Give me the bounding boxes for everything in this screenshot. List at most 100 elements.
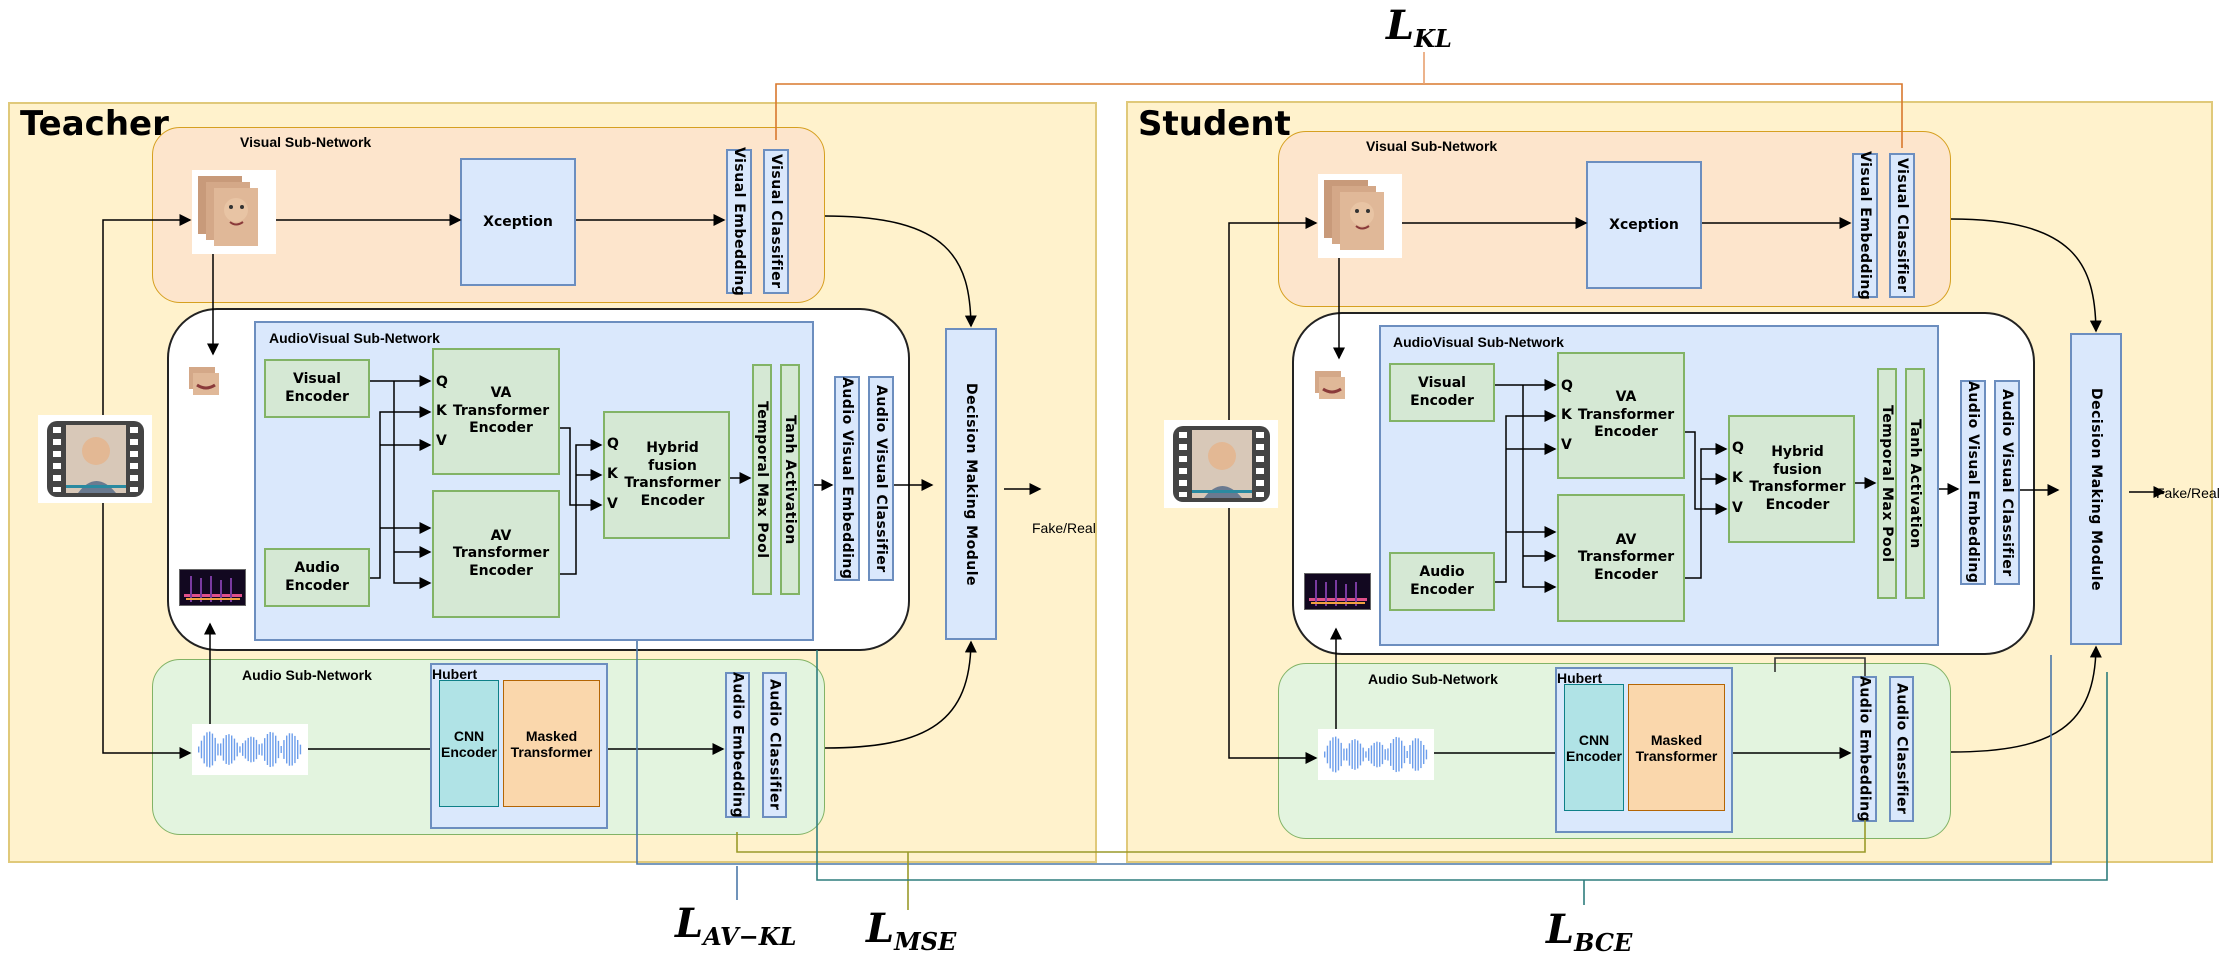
mse-loss-label: LMSE — [866, 905, 957, 956]
waveform-bar — [1409, 745, 1411, 764]
waveform-bar — [1379, 742, 1381, 767]
teacher-va-transformer-encoder: VA Transformer Encoder — [432, 348, 560, 475]
waveform-bar — [1412, 740, 1414, 769]
student-tanh-activation: Tanh Activation — [1905, 368, 1925, 599]
waveform-bar — [233, 738, 236, 761]
teacher-va-v-label: V — [436, 433, 447, 449]
waveform-bar — [217, 743, 219, 756]
teacher-visual-embedding: Visual Embedding — [726, 147, 752, 296]
waveform-bar — [255, 739, 258, 760]
waveform-bar — [225, 735, 227, 764]
bce-loss-line — [816, 650, 2108, 881]
waveform-bar — [203, 735, 205, 764]
waveform-bar — [1362, 747, 1364, 762]
waveform-bar — [242, 743, 244, 756]
waveform-bar — [1337, 738, 1340, 771]
waveform-bar — [261, 743, 263, 756]
waveform-bar — [220, 743, 222, 756]
student-audio-encoder: Audio Encoder — [1389, 552, 1495, 611]
student-audio-classifier: Audio Classifier — [1889, 676, 1914, 822]
waveform-bar — [280, 746, 282, 753]
waveform-bar — [1381, 744, 1384, 765]
teacher-audio-embedding: Audio Embedding — [725, 672, 750, 818]
av-kl-loss-line — [636, 641, 2052, 865]
teacher-av-transformer-encoder: AV Transformer Encoder — [432, 490, 560, 618]
student-hybrid-fusion-encoder: Hybrid fusion Transformer Encoder — [1728, 415, 1855, 543]
student-av-embedding: Audio Visual Embedding — [1960, 380, 1986, 585]
video-film-icon — [38, 415, 152, 503]
waveform-bar — [1387, 748, 1389, 761]
teacher-hybrid-k-label: K — [607, 466, 618, 482]
waveform-bar — [294, 735, 296, 764]
bce-loss-label: LBCE — [1546, 906, 1633, 957]
teacher-audiovisual-subnetwork-label: AudioVisual Sub-Network — [269, 330, 440, 346]
student-decision-module: Decision Making Module — [2070, 333, 2122, 645]
waveform-bar — [1401, 740, 1403, 769]
waveform-bar — [228, 734, 230, 765]
teacher-xception-block: Xception — [460, 158, 576, 286]
waveform-bar — [250, 736, 252, 763]
student-visual-embedding: Visual Embedding — [1852, 151, 1878, 300]
student-va-k-label: K — [1561, 407, 1572, 423]
waveform-bar — [299, 744, 302, 755]
teacher-output-label: Fake/Real — [1032, 520, 1096, 536]
waveform-bar — [1403, 745, 1406, 764]
av-kl-loss-label: LAV−KL — [675, 900, 797, 951]
waveform-bar — [1398, 737, 1400, 772]
teacher-visual-classifier: Visual Classifier — [763, 149, 789, 294]
waveform-bars — [1324, 736, 1428, 773]
teacher-tanh-activation: Tanh Activation — [780, 364, 800, 595]
teacher-va-q-label: Q — [436, 374, 448, 390]
teacher-visual-subnetwork-label: Visual Sub-Network — [240, 134, 372, 150]
student-visual-encoder: Visual Encoder — [1389, 363, 1495, 422]
kl-loss-label: LKL — [1386, 2, 1452, 53]
waveform-bar — [1373, 742, 1375, 767]
waveform-bar — [275, 735, 277, 764]
waveform-bar — [297, 739, 299, 760]
waveform-bar — [200, 740, 203, 759]
waveform-bar — [209, 731, 211, 768]
waveform-bar — [236, 742, 238, 757]
student-masked-transformer: Masked Transformer — [1628, 684, 1725, 811]
waveform-bar — [211, 733, 214, 766]
waveform-bar — [258, 744, 260, 755]
teacher-va-k-label: K — [436, 403, 447, 419]
student-title: Student — [1138, 104, 1291, 144]
teacher-hybrid-v-label: V — [607, 496, 618, 512]
student-output-label: Fake/Real — [2156, 485, 2220, 501]
waveform-bar — [283, 740, 285, 759]
waveform-bar — [269, 731, 271, 768]
student-av-classifier: Audio Visual Classifier — [1994, 380, 2020, 585]
student-hybrid-q-label: Q — [1732, 440, 1744, 456]
teacher-cnn-encoder: CNN Encoder — [439, 680, 499, 807]
mse-loss-line — [736, 820, 1866, 853]
waveform-bar — [253, 737, 255, 762]
teacher-flow-arrows — [102, 214, 1042, 759]
waveform-bar — [214, 737, 216, 762]
waveform-bar — [1384, 749, 1386, 760]
waveform-bar — [247, 737, 249, 762]
waveform-bar — [1392, 738, 1395, 771]
student-audio-subnetwork-label: Audio Sub-Network — [1368, 671, 1498, 687]
student-va-transformer-encoder: VA Transformer Encoder — [1557, 352, 1685, 479]
waveform-bar — [1335, 736, 1337, 773]
video-film-icon — [1164, 420, 1278, 508]
lip-frames-icon — [187, 365, 221, 399]
waveform-bar — [1390, 743, 1392, 766]
waveform-bar — [239, 746, 241, 753]
waveform-bar — [244, 740, 247, 759]
teacher-decision-module: Decision Making Module — [945, 328, 997, 640]
waveform-bar — [198, 746, 200, 753]
teacher-hybrid-q-label: Q — [607, 436, 619, 452]
waveform-icon — [192, 724, 308, 775]
waveform-bar — [1425, 749, 1428, 760]
waveform-bars — [198, 731, 302, 768]
waveform-bar — [1365, 751, 1367, 758]
student-temporal-max-pool: Temporal Max Pool — [1877, 368, 1897, 599]
waveform-bar — [1370, 745, 1373, 764]
waveform-bar — [1395, 736, 1397, 773]
waveform-bar — [272, 732, 274, 767]
waveform-bar — [1346, 748, 1348, 761]
student-visual-subnetwork-label: Visual Sub-Network — [1366, 138, 1498, 154]
waveform-bar — [291, 733, 293, 766]
